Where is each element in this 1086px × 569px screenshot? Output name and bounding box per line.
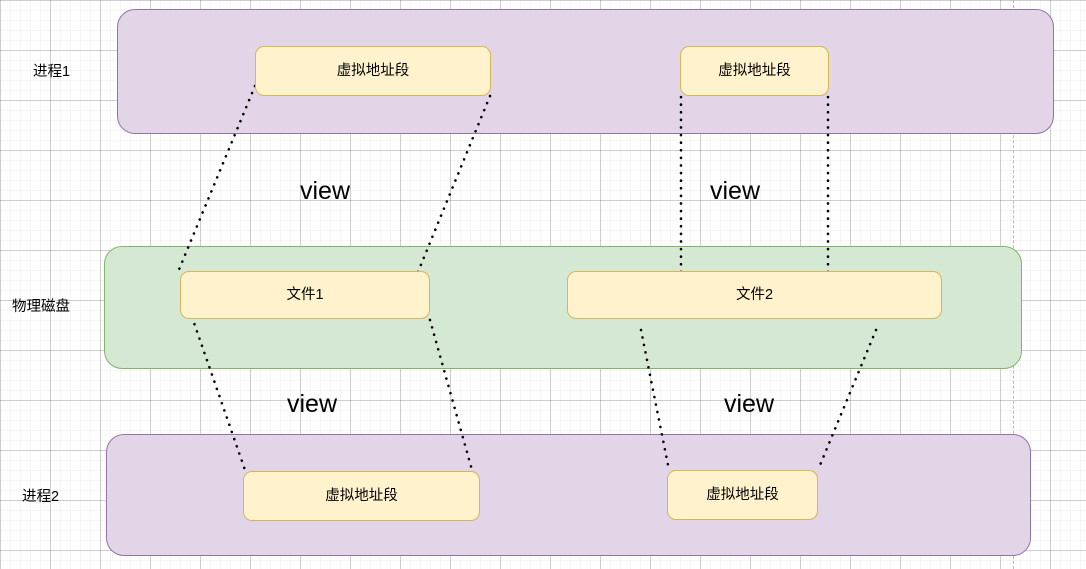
node-label: 文件1 [286,286,324,303]
node-label: 虚拟地址段 [706,486,779,503]
node-file1[interactable]: 文件1 [180,271,430,319]
edge-label-view-top-left: view [300,177,351,205]
edge-label-view-bottom-right: view [724,390,775,418]
edge-label-view-bottom-left: view [287,390,338,418]
node-p1-seg-b[interactable]: 虚拟地址段 [680,46,829,96]
node-p1-seg-a[interactable]: 虚拟地址段 [255,46,491,96]
node-p2-seg-b[interactable]: 虚拟地址段 [667,470,818,520]
lane-label-process2: 进程2 [22,489,60,505]
lane-label-process1: 进程1 [33,64,71,80]
node-label: 文件2 [735,286,774,303]
node-label: 虚拟地址段 [718,62,791,79]
node-p2-seg-a[interactable]: 虚拟地址段 [243,471,480,521]
edge-label-view-top-right: view [710,177,761,205]
node-file2[interactable]: 文件2 [567,271,942,319]
node-label: 虚拟地址段 [336,62,410,79]
lane-label-physical-disk: 物理磁盘 [12,299,70,315]
node-label: 虚拟地址段 [325,487,398,504]
